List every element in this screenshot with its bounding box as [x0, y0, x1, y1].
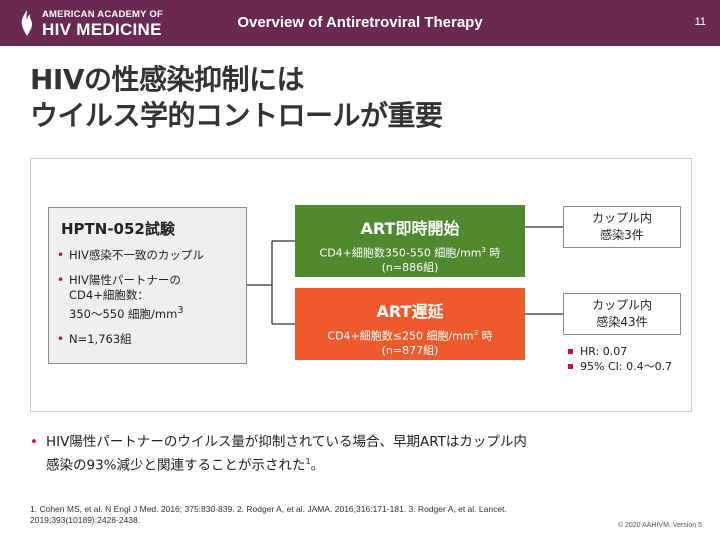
- study-bullet-cd4: HIV陽性パートナーの CD4+細胞数： 350〜550 細胞/mm3: [57, 273, 247, 322]
- header-title: Overview of Antiretroviral Therapy: [237, 14, 483, 31]
- flame-icon: [21, 10, 32, 36]
- arm-delayed-art: ART遅延 CD4+細胞数≤250 細胞/mm3 時 (n=877組): [295, 288, 525, 360]
- study-bullet-couples: HIV感染不一致のカップル: [57, 248, 247, 263]
- result-immediate: カップル内 感染3件: [563, 206, 681, 248]
- aahivm-logo: AMERICAN ACADEMY OF HIV MEDICINE: [18, 7, 178, 41]
- hazard-ratio-stats: HR: 0.07 95% CI: 0.4〜0.7: [568, 344, 672, 374]
- logo-text-bottom: HIV MEDICINE: [42, 20, 162, 39]
- study-box: HPTN-052試験 HIV感染不一致のカップル HIV陽性パートナーの CD4…: [48, 207, 247, 364]
- stat-ci: 95% CI: 0.4〜0.7: [568, 359, 672, 374]
- page-number: 11: [694, 16, 706, 28]
- summary-bullet: • HIV陽性パートナーのウイルス量が抑制されている場合、早期ARTはカップル内…: [30, 434, 527, 474]
- arm-immediate-title: ART即時開始: [360, 219, 460, 238]
- header-bar: AMERICAN ACADEMY OF HIV MEDICINE Overvie…: [0, 0, 720, 46]
- logo-text-top: AMERICAN ACADEMY OF: [42, 9, 163, 20]
- study-bullets: HIV感染不一致のカップル HIV陽性パートナーの CD4+細胞数： 350〜5…: [57, 248, 247, 357]
- bullet-dot: •: [30, 434, 38, 450]
- references: 1. Cohen MS, et al. N Engl J Med. 2016; …: [30, 504, 507, 525]
- slide-title-line2: ウイルス学的コントロールが重要: [30, 99, 443, 132]
- copyright: © 2020 AAHIVM. Version 5: [617, 522, 702, 529]
- study-title: HPTN-052試験: [61, 220, 175, 238]
- arm-delayed-title: ART遅延: [376, 302, 444, 321]
- arm-immediate-criteria: CD4+細胞数350-550 細胞/mm3 時 (n=886組): [319, 246, 501, 274]
- study-bullet-n: N=1,763組: [57, 332, 247, 347]
- result-delayed: カップル内 感染43件: [563, 293, 681, 335]
- slide-title: HIVの性感染抑制には ウイルス学的コントロールが重要: [30, 62, 690, 134]
- arm-delayed-criteria: CD4+細胞数≤250 細胞/mm3 時 (n=877組): [327, 329, 493, 357]
- stat-hr: HR: 0.07: [568, 344, 672, 359]
- arm-immediate-art: ART即時開始 CD4+細胞数350-550 細胞/mm3 時 (n=886組): [295, 205, 525, 277]
- slide-title-line1: HIVの性感染抑制には: [30, 63, 305, 96]
